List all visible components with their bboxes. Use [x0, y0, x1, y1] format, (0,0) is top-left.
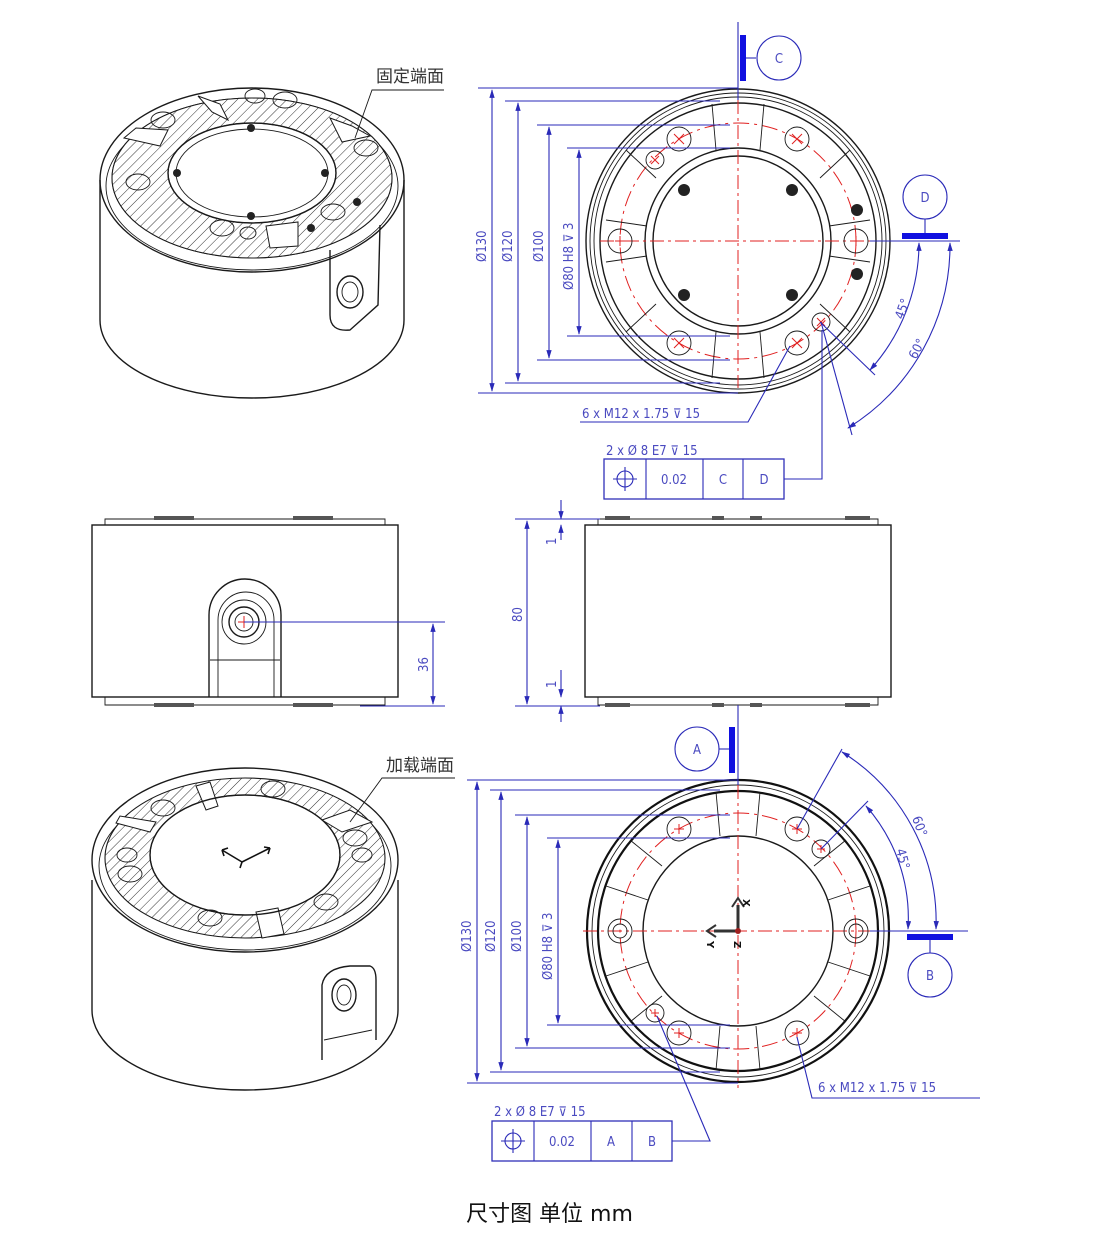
thread-callout: 6 x M12 x 1.75 ⊽ 15: [582, 407, 700, 422]
dim-d100: Ø100: [532, 230, 547, 262]
dim-d120-bottom: Ø120: [484, 920, 499, 952]
dim-36: 36: [417, 657, 432, 672]
dim-1-top: 1: [545, 538, 560, 545]
axis-triad-icon: X Y Z: [704, 896, 751, 949]
datum-b-label: B: [926, 969, 934, 984]
datum-d-label: D: [920, 191, 929, 206]
svg-text:0.02: 0.02: [661, 473, 687, 488]
angle-60: 60°: [906, 337, 929, 362]
dim-d80-bottom: Ø80 H8 ⊽ 3: [541, 913, 556, 980]
dim-d120: Ø120: [501, 230, 516, 262]
loading-end-face-label: 加载端面: [386, 756, 454, 776]
dim-d100-bottom: Ø100: [510, 920, 525, 952]
svg-text:D: D: [759, 473, 768, 488]
svg-text:Y: Y: [704, 940, 715, 949]
svg-text:B: B: [648, 1135, 656, 1150]
thread-callout-bottom: 6 x M12 x 1.75 ⊽ 15: [818, 1081, 936, 1096]
side-view-left: 36: [91, 516, 445, 707]
svg-text:X: X: [740, 899, 751, 907]
dim-80: 80: [511, 607, 526, 622]
dim-d130-bottom: Ø130: [460, 920, 475, 952]
datum-a-label: A: [693, 743, 701, 758]
side-view-right: 80 1 1: [511, 500, 892, 722]
dim-d130: Ø130: [475, 230, 490, 262]
angle-60-bottom: 60°: [908, 814, 929, 839]
angle-45: 45°: [893, 297, 914, 322]
caption: 尺寸图 单位 mm: [466, 1202, 633, 1227]
feature-control-frame-top: 0.02 C D: [603, 330, 823, 500]
datum-c-label: C: [775, 52, 783, 67]
isometric-view-loading-end: 加载端面: [91, 756, 455, 1091]
svg-text:Z: Z: [731, 941, 742, 948]
top-plan-view: Ø130 Ø120 Ø100 Ø80 H8 ⊽ 3 C D 45° 60° 6 …: [475, 22, 960, 500]
isometric-view-fixed-end: 固定端面: [99, 67, 444, 399]
pin-callout: 2 x Ø 8 E7 ⊽ 15: [606, 444, 698, 459]
dim-1-bottom: 1: [545, 681, 560, 688]
dim-d80: Ø80 H8 ⊽ 3: [562, 223, 577, 290]
pin-callout-bottom: 2 x Ø 8 E7 ⊽ 15: [494, 1105, 586, 1120]
fixed-end-face-label: 固定端面: [376, 67, 444, 87]
svg-text:C: C: [719, 473, 727, 488]
svg-text:0.02: 0.02: [549, 1135, 575, 1150]
bottom-plan-view: X Y Z Ø130 Ø120 Ø100 Ø80 H8 ⊽ 3 A B: [460, 705, 980, 1162]
feature-control-frame-bottom: 0.02 A B: [491, 1015, 711, 1162]
angle-45-bottom: 45°: [892, 847, 912, 871]
axis-triad-iso-icon: [221, 846, 271, 869]
svg-text:A: A: [607, 1135, 615, 1150]
